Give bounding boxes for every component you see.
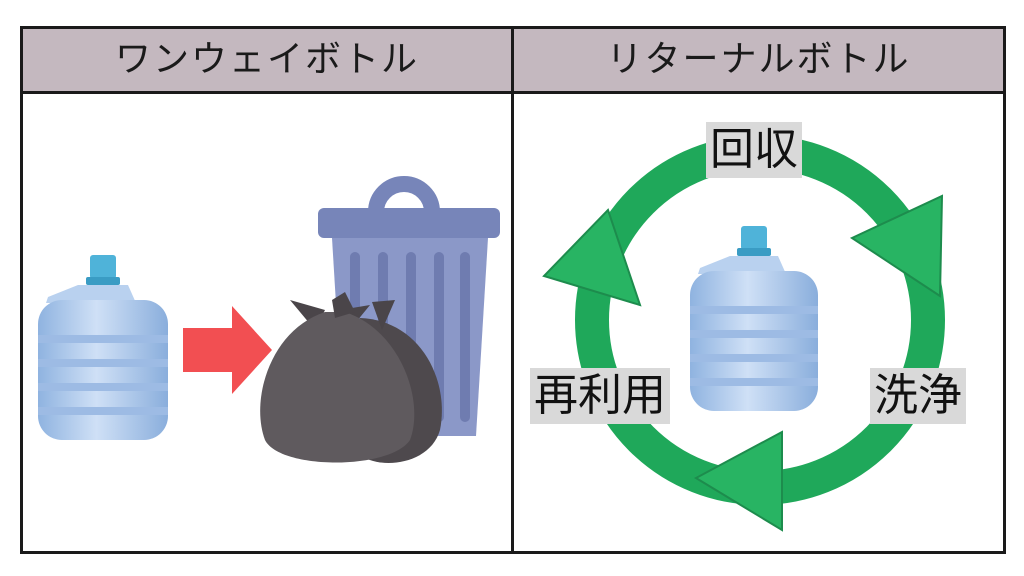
comparison-frame: ワンウェイボトル リターナルボトル — [20, 26, 1006, 554]
garbage-bag-icon — [260, 292, 442, 463]
returnable-bottle-header: リターナルボトル — [606, 39, 911, 80]
water-bottle-left-icon — [38, 255, 168, 440]
water-bottle-center-icon — [690, 226, 818, 411]
cycle-arrowhead-bottom-icon — [693, 430, 783, 532]
wash-label: 洗浄 — [870, 368, 966, 424]
cycle-arrowhead-left-icon — [542, 208, 642, 307]
column-divider — [511, 29, 514, 551]
cycle-arrowhead-right-icon — [849, 194, 944, 298]
one-way-bottle-header: ワンウェイボトル — [114, 39, 419, 80]
collect-label: 回収 — [706, 122, 802, 178]
right-arrow-icon — [183, 306, 272, 394]
reuse-label: 再利用 — [530, 368, 670, 424]
